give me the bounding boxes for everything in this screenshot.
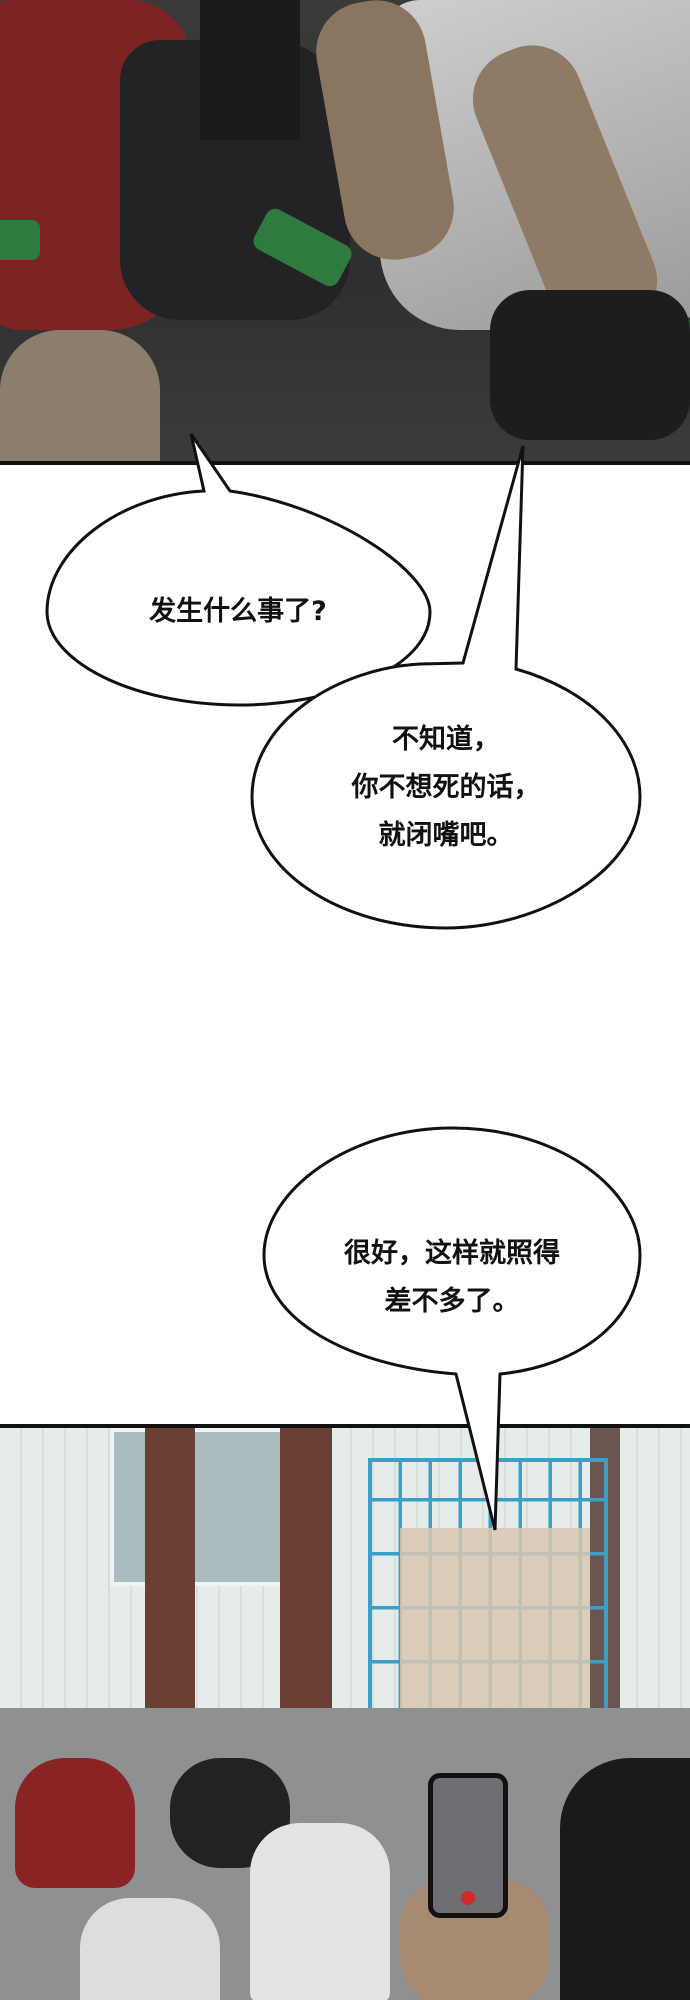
green-wristband-far-left [0, 220, 40, 260]
white-shirt-kneeling [250, 1823, 390, 2000]
smartphone[interactable] [428, 1773, 508, 1918]
speech-bubble-1 [45, 433, 432, 707]
boxes [400, 1528, 590, 1708]
bubble-line: 你不想死的话， [351, 772, 541, 803]
leg-left [0, 330, 160, 461]
dark-shorts [490, 290, 690, 440]
white-shirt-kneeling-2 [80, 1898, 220, 2000]
panel-kneeling-prisoners [0, 0, 690, 465]
bubble-2-text: 不知道， 你不想死的话， 就闭嘴吧。 [352, 716, 541, 860]
bubble-line: 差不多了。 [384, 1286, 520, 1317]
speech-bubble-3 [262, 1126, 642, 1531]
red-hoodie-kneeling [15, 1758, 135, 1888]
record-button-icon[interactable] [461, 1891, 475, 1905]
bubble-line: 就闭嘴吧。 [378, 820, 514, 851]
panel-warehouse-phone [0, 1424, 690, 2000]
speech-bubble-2 [250, 445, 642, 930]
window [110, 1428, 308, 1586]
person-holding-phone [560, 1758, 690, 2000]
bubble-1-text: 发生什么事了? [149, 588, 327, 636]
bubble-line: 不知道， [392, 724, 500, 755]
standing-legs [200, 0, 300, 140]
bubble-3-text: 很好，这样就照得 差不多了。 [344, 1230, 560, 1326]
steel-beam-1 [145, 1428, 195, 1728]
bubble-line: 发生什么事了? [149, 596, 327, 627]
bubble-line: 很好，这样就照得 [344, 1238, 560, 1269]
